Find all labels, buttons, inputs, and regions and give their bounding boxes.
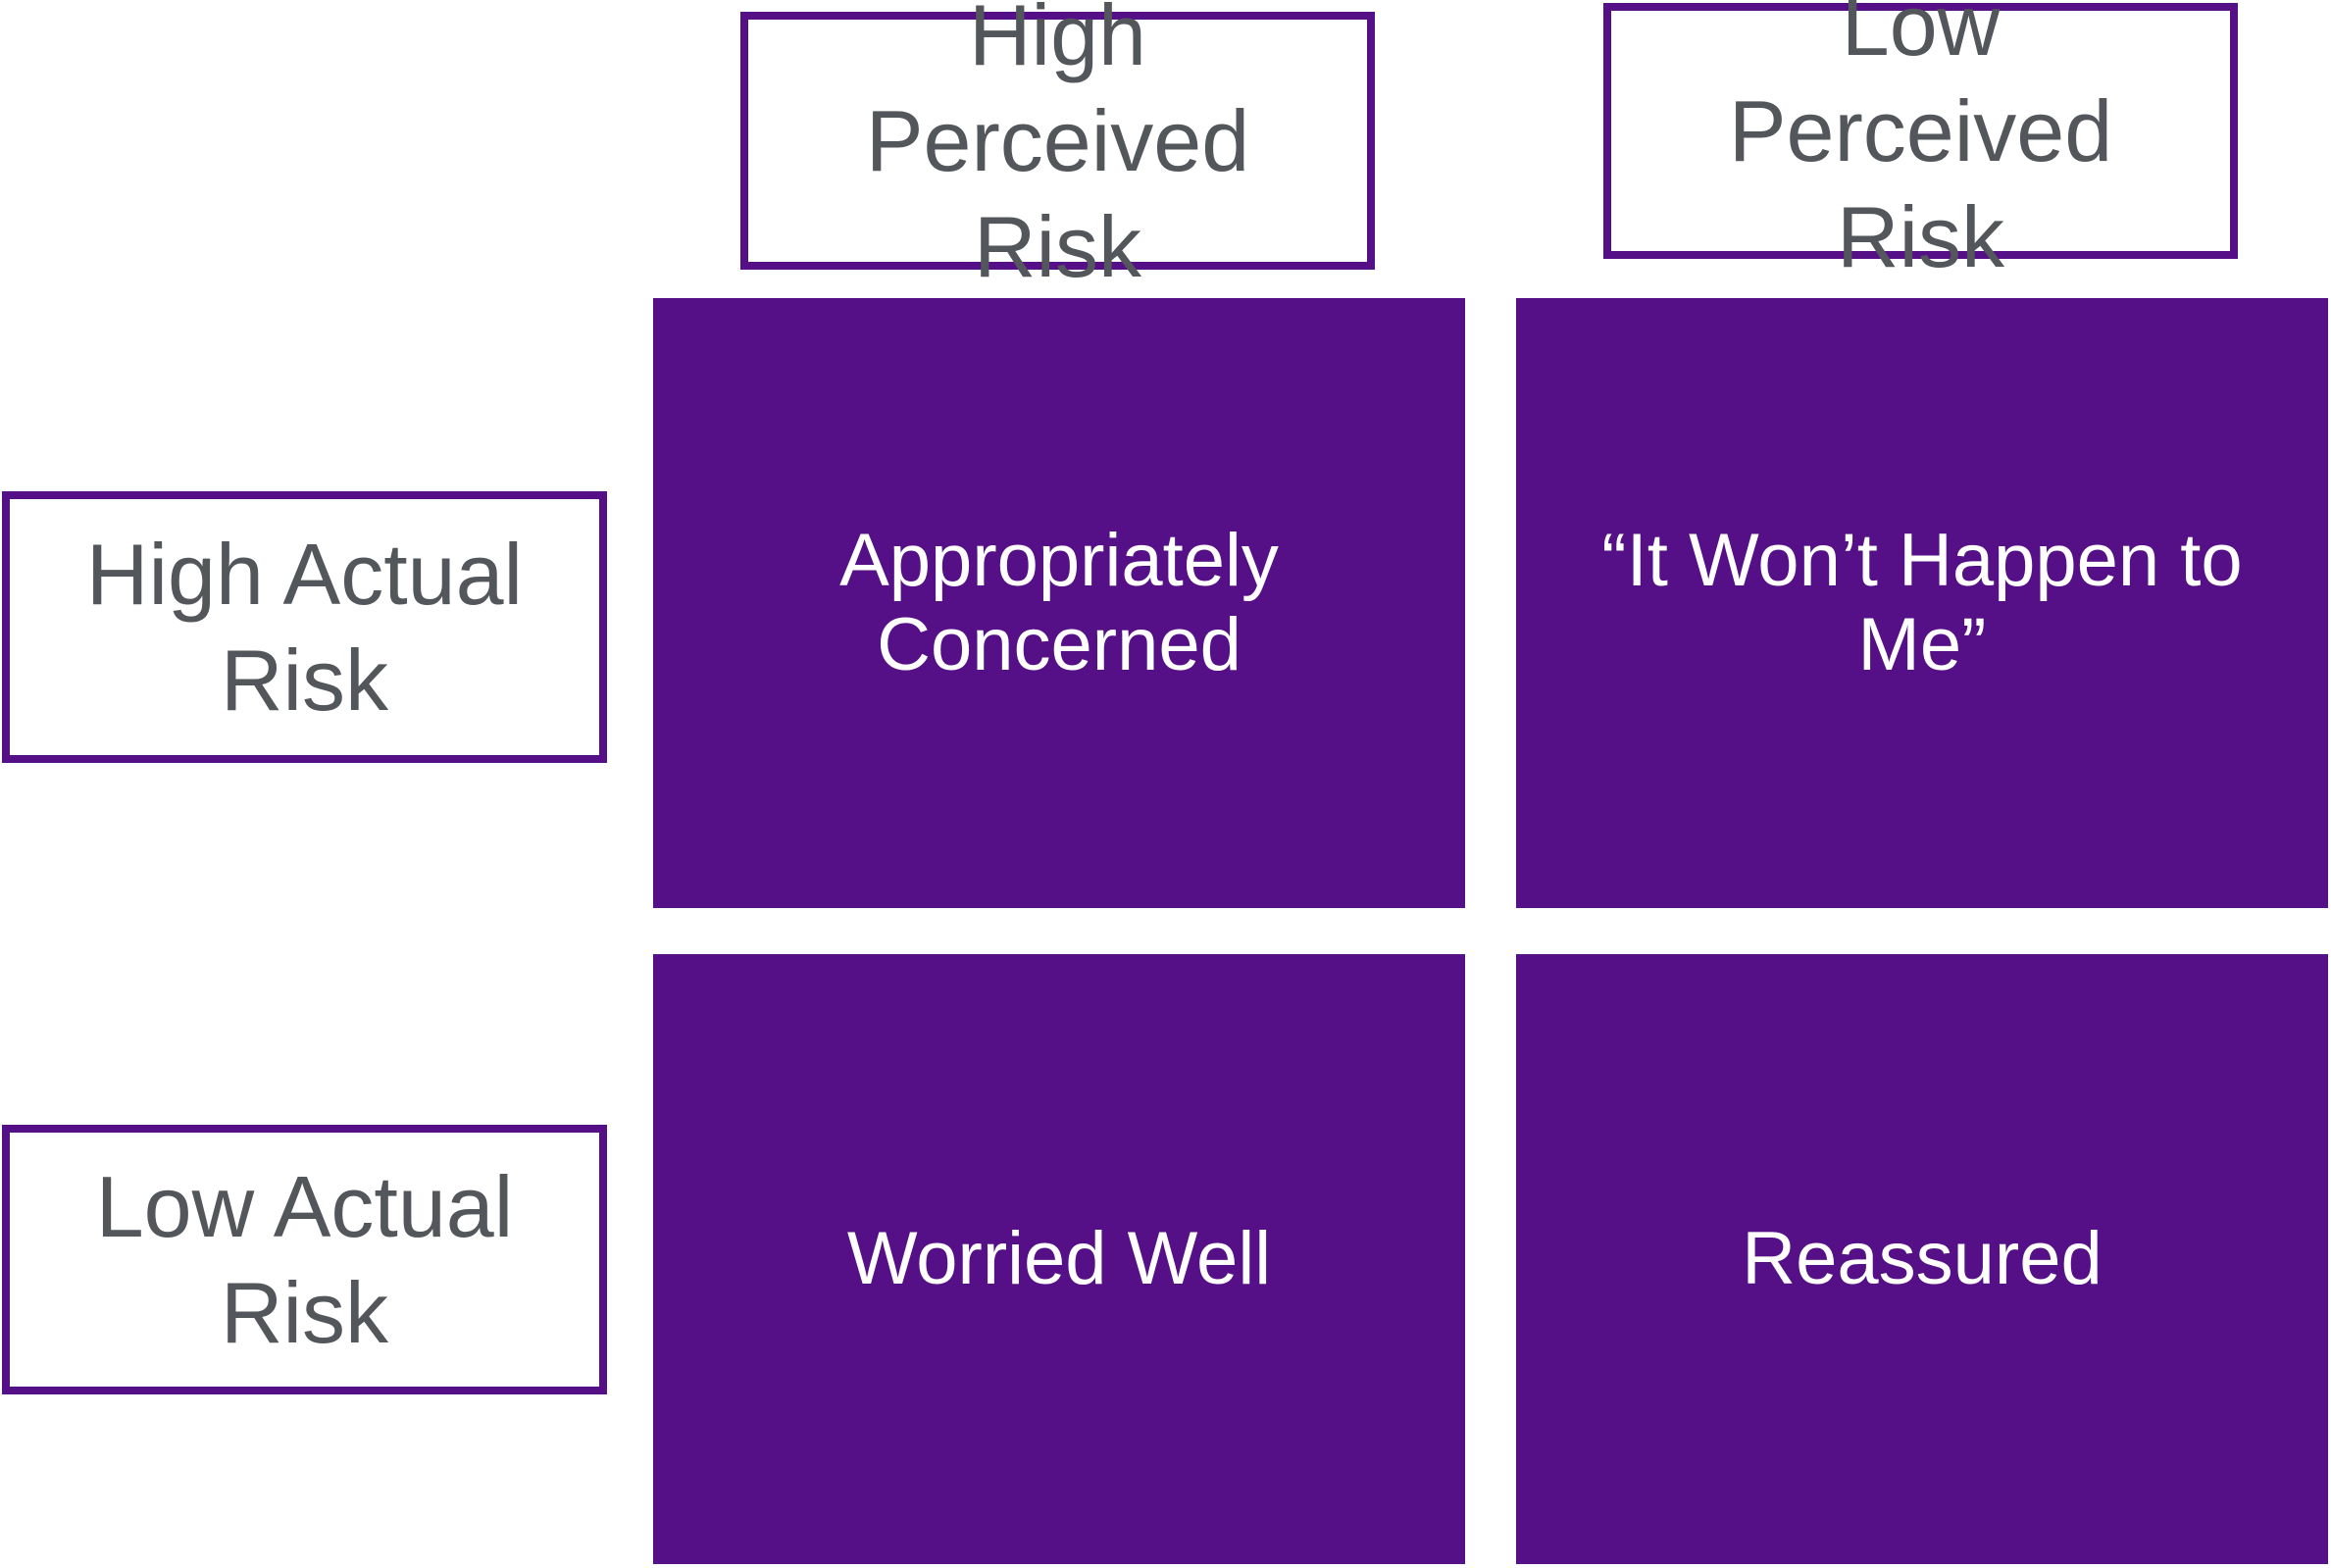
quadrant-worried-well-label: Worried Well [846,1217,1272,1300]
column-header-low-perceived-risk: Low Perceived Risk [1603,0,2238,285]
quadrant-reassured: Reassured [1516,954,2328,1564]
quadrant-reassured-label: Reassured [1742,1217,2103,1300]
quadrant-appropriately-concerned: Appropriately Concerned [653,298,1465,908]
quadrant-it-wont-happen-to-me: “It Won’t Happen to Me” [1516,298,2328,908]
quadrant-appropriately-concerned-label: Appropriately Concerned [839,519,1279,686]
quadrant-it-wont-happen-to-me-label: “It Won’t Happen to Me” [1601,519,2243,686]
row-header-low-actual-risk-label: Low Actual Risk [95,1157,514,1361]
row-header-high-actual-risk-label: High Actual Risk [85,525,524,729]
row-header-high-actual-risk: High Actual Risk [2,491,607,763]
row-header-low-actual-risk: Low Actual Risk [2,1125,607,1394]
column-header-high-perceived-risk: High Perceived Risk [740,0,1375,295]
column-header-high-perceived-risk-label: High Perceived Risk [865,0,1250,295]
quadrant-worried-well: Worried Well [653,954,1465,1564]
column-header-low-perceived-risk-label: Low Perceived Risk [1728,0,2113,285]
